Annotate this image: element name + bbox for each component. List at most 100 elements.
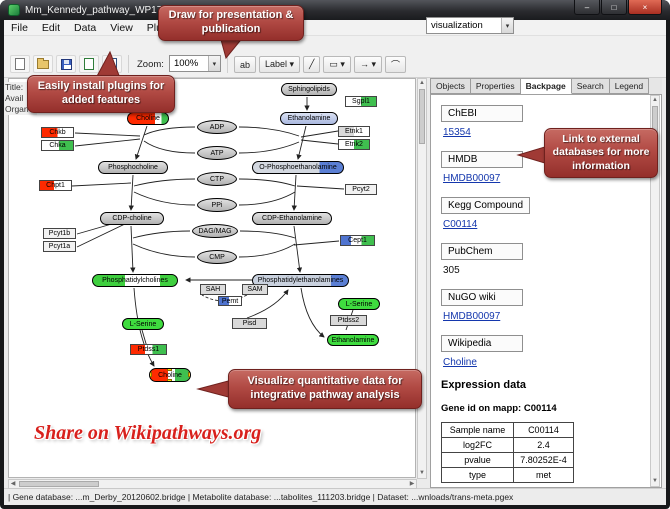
- pathway-node-pcyt1a-19[interactable]: Pcyt1a: [43, 241, 76, 252]
- pathway-node-choline-34[interactable]: Choline: [149, 368, 191, 382]
- line-tool-button[interactable]: ╱: [303, 56, 321, 73]
- pathway-node-label: Chkb: [49, 129, 66, 136]
- pathway-node-adp-8[interactable]: ADP: [197, 120, 237, 134]
- pathway-node-ctp-13[interactable]: CTP: [197, 172, 237, 186]
- pathway-node-pisd-28[interactable]: Pisd: [232, 318, 267, 329]
- chevron-down-icon[interactable]: ▾: [207, 56, 220, 71]
- chevron-down-icon[interactable]: ▾: [501, 18, 513, 33]
- pathway-node-ppi-14[interactable]: PPi: [197, 198, 237, 212]
- tab-properties[interactable]: Properties: [470, 78, 521, 94]
- pathway-node-phosphocholine-10[interactable]: Phosphocholine: [98, 161, 168, 174]
- pathway-node-cdp-ethanolamine-17[interactable]: CDP-Ethanolamine: [252, 212, 332, 225]
- scrollbar-thumb[interactable]: [419, 89, 425, 144]
- menu-edit[interactable]: Edit: [41, 21, 61, 34]
- selection-handle[interactable]: [167, 369, 172, 371]
- table-cell: met: [513, 467, 574, 483]
- pathway-node-ptdss1-33[interactable]: Ptdss1: [130, 344, 167, 355]
- kegg-link[interactable]: C00114: [443, 219, 478, 230]
- shape-tool-button[interactable]: ▭ ▾: [323, 56, 351, 73]
- pathway-node-choline-5[interactable]: Choline: [127, 112, 169, 125]
- menu-data[interactable]: Data: [74, 21, 97, 34]
- import-icon: [84, 58, 94, 70]
- pathway-node-sgpl1-1[interactable]: Sgpl1: [345, 96, 377, 107]
- export-button[interactable]: [102, 55, 122, 73]
- selection-handle[interactable]: [188, 379, 190, 381]
- selection-handle[interactable]: [188, 372, 190, 377]
- pathway-node-label: Ethanolamine: [331, 336, 375, 344]
- scroll-left-icon[interactable]: ◀: [10, 481, 16, 487]
- canvas-horizontal-scrollbar[interactable]: ◀ ▶: [8, 479, 417, 489]
- nugo-link[interactable]: HMDB00097: [443, 311, 501, 322]
- pathway-node-sphingolipids-0[interactable]: Sphingolipids: [281, 83, 337, 96]
- status-text: | Gene database: ...m_Derby_20120602.bri…: [8, 492, 514, 502]
- pathway-node-pcyt2-15[interactable]: Pcyt2: [345, 184, 377, 195]
- arc-tool-button[interactable]: ⌒: [384, 56, 406, 73]
- pathway-node-cmp-22[interactable]: CMP: [197, 250, 237, 264]
- scroll-down-icon[interactable]: ▼: [652, 478, 658, 484]
- open-file-button[interactable]: [33, 55, 53, 73]
- selection-handle[interactable]: [188, 369, 190, 371]
- pathway-node-label: O-Phosphoethanolamine: [259, 164, 337, 171]
- pathway-node-l-serine-29[interactable]: L-Serine: [338, 298, 380, 310]
- pathway-node-ethanolamine-31[interactable]: Ethanolamine: [327, 334, 379, 346]
- pathway-node-pemt-27[interactable]: Pemt: [218, 296, 242, 306]
- minimize-button[interactable]: –: [574, 0, 600, 15]
- menu-file[interactable]: File: [11, 21, 28, 34]
- scrollbar-thumb[interactable]: [19, 481, 99, 487]
- wikipedia-link[interactable]: Choline: [443, 357, 477, 368]
- pathway-node-ethanolamine-2[interactable]: Ethanolamine: [280, 112, 338, 125]
- menu-view[interactable]: View: [110, 21, 133, 34]
- scroll-right-icon[interactable]: ▶: [409, 481, 415, 487]
- pathway-node-phosphatidylcholines-23[interactable]: Phosphatidylcholines: [92, 274, 178, 287]
- maximize-button[interactable]: □: [601, 0, 627, 15]
- selection-handle[interactable]: [167, 379, 172, 381]
- pathway-node-label: Pcyt1a: [48, 243, 71, 250]
- new-file-button[interactable]: [10, 55, 30, 73]
- toolbar-separator-2: [226, 55, 228, 73]
- scroll-down-icon[interactable]: ▼: [419, 470, 425, 476]
- pathway-node-chkb-6[interactable]: Chkb: [41, 127, 74, 138]
- pathway-node-ptdss2-30[interactable]: Ptdss2: [330, 315, 367, 326]
- zoom-combobox[interactable]: 100% ▾: [168, 55, 221, 72]
- label-tool-button[interactable]: Label ▾: [258, 56, 300, 73]
- save-file-button[interactable]: [56, 55, 76, 73]
- canvas-vertical-scrollbar[interactable]: ▲ ▼: [417, 78, 427, 479]
- table-cell: pvalue: [441, 452, 514, 468]
- connector-tool-button[interactable]: → ▾: [353, 56, 382, 73]
- pathway-node-etnk1-3[interactable]: Etnk1: [338, 126, 370, 137]
- pathway-node-label: Etnk2: [345, 141, 363, 148]
- selection-handle[interactable]: [150, 369, 152, 371]
- hmdb-link[interactable]: HMDB00097: [443, 173, 501, 184]
- tab-backpage[interactable]: Backpage: [520, 78, 572, 94]
- pathway-node-sam-26[interactable]: SAM: [242, 284, 268, 295]
- pathway-node-label: DAG/MAG: [198, 227, 232, 235]
- selection-handle[interactable]: [150, 372, 152, 377]
- pathway-node-label: L-Serine: [129, 320, 157, 328]
- import-button[interactable]: [79, 55, 99, 73]
- pathway-node-pcyt1b-18[interactable]: Pcyt1b: [43, 228, 76, 239]
- pathway-node-cept1-20[interactable]: Cept1: [340, 235, 375, 246]
- pathway-node-chka-7[interactable]: Chka: [41, 140, 74, 151]
- callout-visualize: Visualize quantitative data for integrat…: [228, 369, 422, 409]
- tab-objects[interactable]: Objects: [430, 78, 471, 94]
- pathway-node-cdp-choline-16[interactable]: CDP-choline: [100, 212, 164, 225]
- pathway-node-sah-25[interactable]: SAH: [200, 284, 226, 295]
- close-button[interactable]: ×: [628, 0, 662, 15]
- pathway-node-dag-mag-21[interactable]: DAG/MAG: [192, 224, 238, 238]
- datanode-tool-button[interactable]: ab: [233, 56, 256, 73]
- pathway-node-phosphatidylethanolamines-24[interactable]: Phosphatidylethanolamines: [252, 274, 349, 287]
- pathway-node-label: ADP: [209, 123, 225, 131]
- visualization-combobox[interactable]: visualization ▾: [426, 17, 514, 34]
- scroll-up-icon[interactable]: ▲: [419, 80, 425, 86]
- pathway-node-atp-9[interactable]: ATP: [197, 146, 237, 160]
- tab-legend[interactable]: Legend: [609, 78, 650, 94]
- scroll-up-icon[interactable]: ▲: [652, 97, 658, 103]
- pathway-node-chpt1-12[interactable]: Chpt1: [39, 180, 72, 191]
- tab-search[interactable]: Search: [571, 78, 610, 94]
- selection-handle[interactable]: [150, 379, 152, 381]
- pathway-node-o-phosphoethanolamine-11[interactable]: O-Phosphoethanolamine: [252, 161, 344, 174]
- pathway-node-l-serine-32[interactable]: L-Serine: [122, 318, 164, 330]
- pathway-node-etnk2-4[interactable]: Etnk2: [338, 139, 370, 150]
- chebi-link[interactable]: 15354: [443, 127, 471, 138]
